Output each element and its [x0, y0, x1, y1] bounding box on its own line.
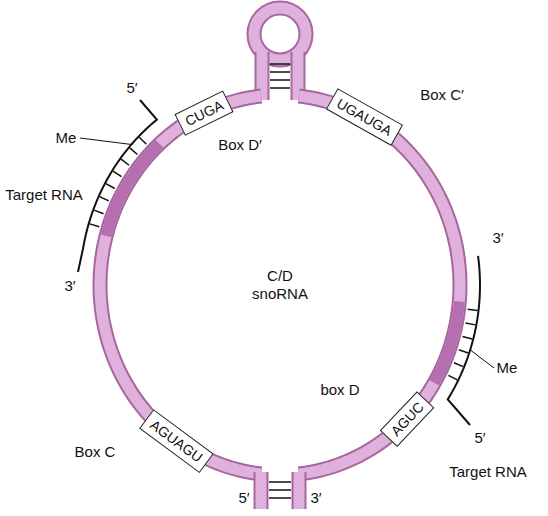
box-name: Box D′	[218, 136, 262, 154]
sequence-box: AGUAGU	[140, 409, 214, 473]
box-sequence: AGUC	[388, 399, 427, 439]
base-pair	[454, 363, 463, 367]
base-pair	[106, 184, 115, 189]
target-rna-strand	[78, 100, 157, 272]
leader-line	[80, 138, 131, 144]
base-pair	[270, 71, 290, 73]
base-pair	[459, 350, 468, 353]
box-name: box D	[320, 381, 359, 399]
base-pair	[94, 210, 103, 214]
base-pair	[466, 323, 476, 325]
base-pair	[139, 137, 146, 144]
sequence-box: AGUC	[380, 391, 435, 447]
end-label: 3′	[64, 277, 75, 295]
sequence-box: UGAUGA	[326, 88, 403, 145]
base-pair	[448, 375, 457, 380]
ring-right	[299, 96, 460, 474]
base-pair	[130, 148, 138, 155]
box-sequence: UGAUGA	[334, 95, 395, 139]
base-pair	[113, 171, 121, 176]
guide-region	[434, 302, 459, 383]
bottom-stem-right	[294, 472, 305, 509]
base-pair	[270, 79, 290, 81]
base-pair	[463, 337, 473, 340]
guide-region	[106, 144, 159, 236]
base-pair	[269, 497, 291, 499]
bottom-stem-right-outline	[292, 472, 307, 509]
base-pair	[269, 489, 291, 491]
box-sequence: AGUAGU	[148, 416, 206, 465]
sequence-box: CUGA	[174, 90, 233, 136]
box-sequence: CUGA	[182, 97, 225, 129]
strand-name: Target RNA	[449, 463, 527, 481]
end-label: 3′	[310, 489, 321, 507]
bottom-stem-left-outline	[254, 472, 269, 509]
ring-right-outline	[299, 96, 460, 474]
base-pair	[121, 159, 129, 165]
molecule-name: C/D snoRNA	[245, 267, 315, 303]
end-label: 5′	[474, 429, 485, 447]
box-name: Box C′	[420, 86, 464, 104]
methyl-mark: Me	[56, 129, 77, 147]
end-label: 5′	[126, 79, 137, 97]
base-pair	[90, 224, 100, 227]
box-name: Box C	[75, 443, 116, 461]
base-pair	[270, 87, 290, 89]
end-label: 3′	[492, 229, 503, 247]
base-pair	[100, 197, 109, 201]
base-pair	[468, 309, 478, 310]
base-pair	[269, 481, 291, 483]
base-pair	[270, 63, 290, 65]
strand-name: Target RNA	[5, 186, 83, 204]
target-rna-strand	[448, 256, 480, 425]
end-label: 5′	[238, 489, 249, 507]
leader-line	[470, 350, 494, 368]
methyl-mark: Me	[497, 359, 518, 377]
bottom-stem-left	[256, 472, 267, 509]
